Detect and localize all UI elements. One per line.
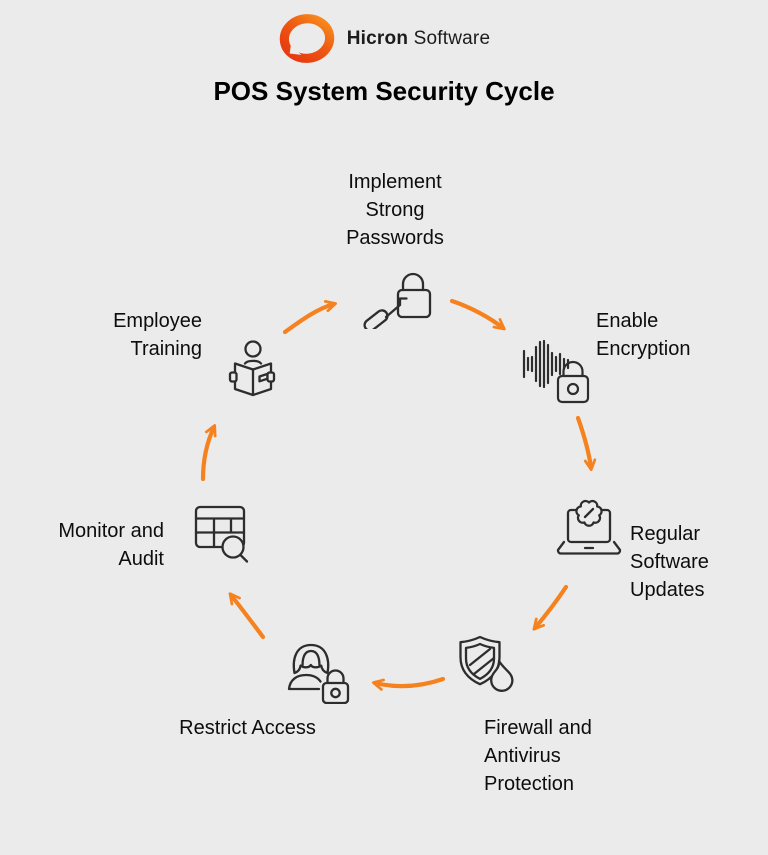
step-label-implement-strong-passwords: Implement Strong Passwords	[346, 171, 444, 249]
step-label-firewall-antivirus-protection: Firewall and Antivirus Protection	[484, 717, 592, 795]
arrow-encryption-to-updates	[575, 415, 597, 472]
logo-notch	[289, 43, 301, 55]
arrow-restrict-to-monitor	[228, 592, 266, 640]
lock-key-icon	[363, 272, 432, 329]
brand: Hicron Software	[0, 12, 768, 66]
reading-person-icon	[228, 340, 276, 397]
page-title: POS System Security Cycle	[213, 76, 555, 106]
step-label-monitor-and-audit: Monitor and Audit	[58, 520, 164, 570]
arrow-firewall-to-restrict	[371, 676, 446, 691]
arrow-passwords-to-encryption	[449, 298, 506, 331]
brand-name-bold: Hicron	[346, 28, 409, 49]
encryption-waveform-lock-icon	[522, 339, 590, 404]
arrow-monitor-to-training	[200, 424, 217, 482]
step-label-restrict-access: Restrict Access	[179, 717, 316, 739]
step-label-regular-software-updates: Regular Software Updates	[630, 523, 709, 601]
user-lock-icon	[287, 643, 350, 704]
step-label-employee-training: Employee Training	[113, 310, 202, 360]
brand-name-regular: Software	[413, 28, 491, 49]
arrow-updates-to-firewall	[532, 584, 569, 631]
brand-name: Hicron Software	[347, 28, 490, 50]
table-magnifier-icon	[194, 505, 249, 563]
laptop-update-icon	[556, 499, 622, 555]
step-label-enable-encryption: Enable Encryption	[596, 310, 691, 360]
arrow-training-to-passwords	[282, 300, 338, 335]
hicron-logo-icon	[279, 14, 334, 63]
shield-flame-icon	[459, 635, 514, 692]
